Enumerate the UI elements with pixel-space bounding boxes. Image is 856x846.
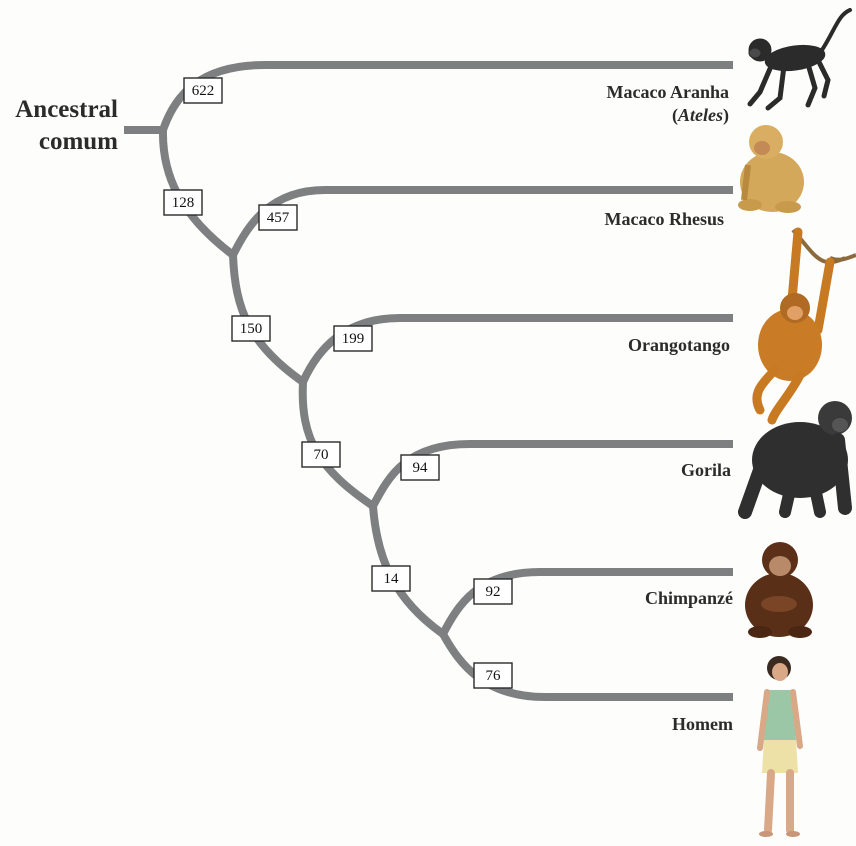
value-box-human-chimp: 14 — [372, 566, 410, 591]
label-spider-monkey-genus: (Ateles) — [672, 105, 729, 126]
value-human-chimp: 14 — [384, 571, 400, 587]
value-box-orangutan: 199 — [334, 326, 372, 351]
human-icon — [759, 656, 800, 837]
spider-monkey-icon — [749, 10, 850, 108]
rhesus-macaque-icon — [738, 125, 804, 213]
orangutan-icon — [757, 230, 856, 420]
label-rhesus: Macaco Rhesus — [605, 209, 725, 229]
root-label-line1: Ancestral — [15, 96, 118, 123]
tree-branches — [124, 65, 733, 697]
chimpanzee-icon — [745, 542, 813, 638]
value-box-spider-monkey: 622 — [184, 78, 222, 103]
value-chimpanzee: 92 — [486, 584, 501, 600]
value-rhesus: 457 — [267, 210, 290, 226]
label-gorilla: Gorila — [681, 460, 731, 480]
gorilla-icon — [745, 401, 852, 512]
value-box-rhesus: 457 — [259, 205, 297, 230]
paren-close: ) — [723, 105, 729, 126]
value-gorilla: 94 — [413, 460, 429, 476]
value-box-human: 76 — [474, 663, 512, 688]
value-box-hominids: 150 — [232, 316, 270, 341]
value-box-african-apes: 70 — [302, 442, 340, 467]
label-orangutan: Orangotango — [628, 335, 730, 355]
label-chimpanzee: Chimpanzé — [645, 588, 733, 608]
value-great-apes-rhesus: 128 — [172, 195, 195, 211]
value-box-chimpanzee: 92 — [474, 579, 512, 604]
genus-name: Ateles — [677, 105, 723, 125]
root-label-line2: comum — [39, 128, 118, 155]
value-box-gorilla: 94 — [401, 455, 439, 480]
value-human: 76 — [486, 668, 502, 684]
label-spider-monkey: Macaco Aranha — [607, 82, 729, 102]
value-hominids: 150 — [240, 321, 263, 337]
value-spider-monkey: 622 — [192, 83, 215, 99]
value-orangutan: 199 — [342, 331, 365, 347]
label-human: Homem — [672, 714, 733, 734]
value-african-apes: 70 — [314, 447, 329, 463]
value-box-great-apes-rhesus: 128 — [164, 190, 202, 215]
